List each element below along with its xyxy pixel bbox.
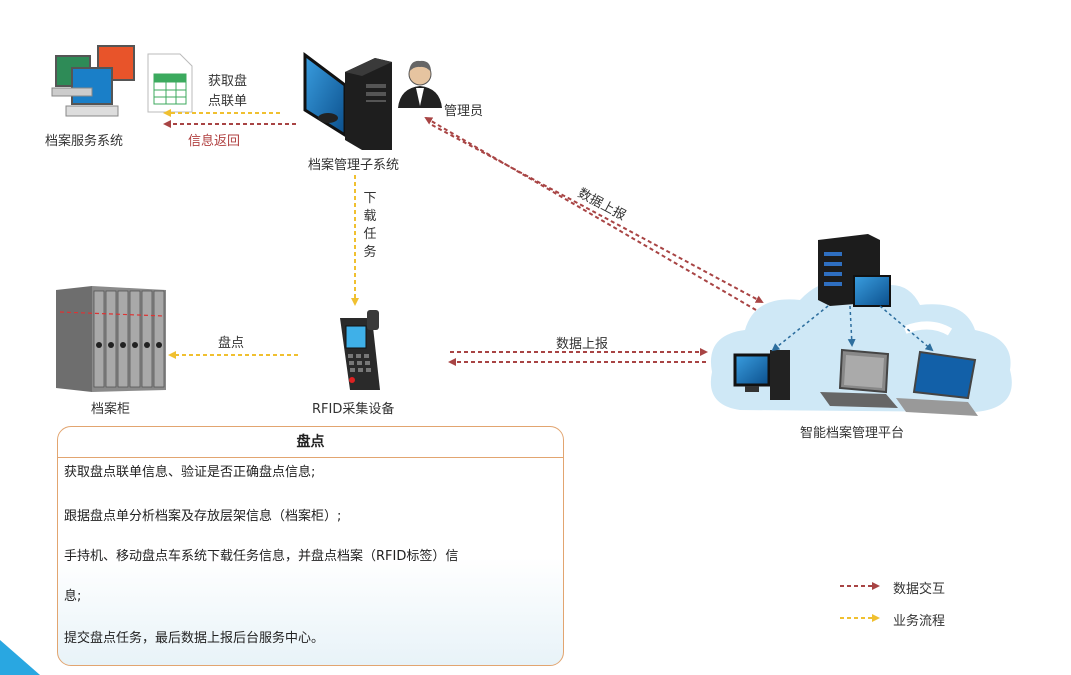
label-info-return: 信息返回: [188, 134, 241, 149]
label-data-report-top: 数据上报: [575, 186, 628, 224]
flow-mgmt-report-arrow-1: [431, 124, 764, 303]
label-platform: 智能档案管理平台: [800, 426, 905, 441]
label-rfid-device: RFID采集设备: [312, 402, 395, 417]
label-admin: 管理员: [444, 104, 484, 119]
panel-line: 跟据盘点单分析档案及存放层架信息（档案柜）;: [64, 509, 342, 524]
label-archive-mgmt: 档案管理子系统: [308, 158, 400, 173]
panel-line: 获取盘点联单信息、验证是否正确盘点信息;: [64, 465, 316, 480]
laptop-gray-icon: [820, 348, 898, 408]
panel-line: 提交盘点任务，最后数据上报后台服务中心。: [64, 631, 325, 646]
rfid-handheld-icon: [340, 310, 380, 390]
panel-line: 息;: [64, 589, 82, 604]
corner-decoration: [0, 640, 40, 675]
download-task-char: 下: [363, 191, 377, 206]
archive-service-icon: [51, 45, 135, 117]
archive-cabinet-icon: [56, 286, 166, 392]
label-get-sheet-1: 获取盘: [208, 74, 248, 89]
label-inventory: 盘点: [218, 336, 245, 351]
label-data-report-mid: 数据上报: [556, 337, 609, 352]
legend-business-flow: 业务流程: [893, 614, 946, 629]
computer-tower-icon: [303, 52, 392, 150]
download-task-char: 任: [363, 227, 377, 242]
download-task-char: 载: [363, 209, 377, 224]
download-task-char: 务: [363, 245, 377, 260]
legend-data-exchange: 数据交互: [893, 582, 946, 597]
platform-inner-arrows: [771, 305, 934, 352]
label-cabinet: 档案柜: [91, 402, 131, 417]
flow-mgmt-report-arrow-2: [424, 116, 757, 311]
label-download-task: 下 载 任 务: [362, 190, 378, 262]
label-get-sheet-2: 点联单: [208, 94, 248, 109]
laptop-blue-icon: [896, 350, 978, 416]
admin-person-icon: [398, 60, 442, 108]
panel-line: 手持机、移动盘点车系统下载任务信息，并盘点档案（RFID标签）信: [64, 549, 459, 564]
inventory-panel: 盘点 获取盘点联单信息、验证是否正确盘点信息; 跟据盘点单分析档案及存放层架信息…: [57, 426, 564, 666]
label-archive-service: 档案服务系统: [45, 134, 124, 149]
server-rack-icon: [818, 234, 891, 307]
desktop-pc-icon: [733, 350, 790, 400]
panel-title: 盘点: [58, 427, 563, 458]
spreadsheet-icon: [147, 53, 193, 113]
